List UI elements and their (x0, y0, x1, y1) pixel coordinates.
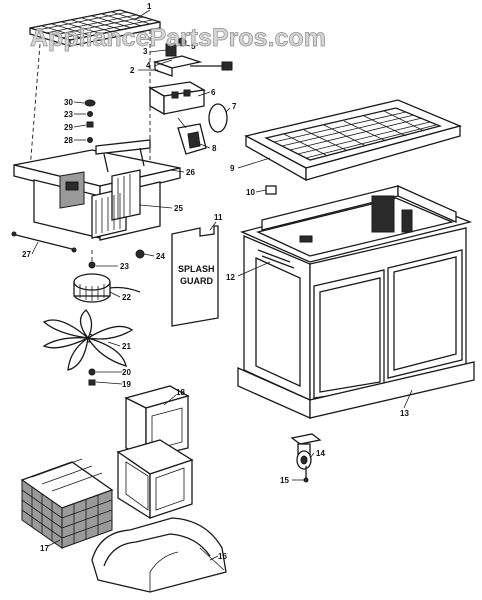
top-grille (29, 9, 161, 47)
callout-10: 10 (246, 188, 255, 197)
callout-16: 16 (218, 552, 227, 561)
clip (265, 185, 277, 195)
callout-7: 7 (232, 102, 237, 111)
callout-26: 26 (186, 168, 195, 177)
callout-23-upper: 23 (64, 110, 73, 119)
reservoir-frame (116, 385, 194, 520)
control-switch (150, 37, 233, 77)
motor (73, 261, 141, 303)
washer (88, 368, 96, 376)
leader-lines (31, 9, 413, 561)
callout-3: 3 (143, 47, 148, 56)
motor-tray (13, 139, 181, 241)
splash-guard (171, 225, 219, 327)
cabinet (237, 184, 475, 420)
callout-4: 4 (146, 61, 151, 70)
callout-13: 13 (400, 409, 409, 418)
callout-6: 6 (211, 88, 216, 97)
callout-numbers: 1 2 3 4 5 6 7 8 9 10 11 12 13 14 15 16 1… (22, 2, 409, 561)
splash-label-line1: SPLASH (178, 264, 215, 274)
callout-21: 21 (122, 342, 131, 351)
fan-nut (88, 379, 96, 386)
fan-blade (42, 309, 134, 371)
callout-5: 5 (191, 42, 196, 51)
callout-30: 30 (64, 98, 73, 107)
callout-20: 20 (122, 368, 131, 377)
support-rod (11, 233, 77, 251)
callout-29: 29 (64, 123, 73, 132)
rod-end-left (11, 231, 17, 237)
callout-1: 1 (147, 2, 152, 11)
float-switch-assembly (148, 81, 228, 155)
callout-12: 12 (226, 273, 235, 282)
callout-9: 9 (230, 164, 235, 173)
rod-end-right (71, 247, 77, 253)
callout-22: 22 (122, 293, 131, 302)
callout-23-lower: 23 (120, 262, 129, 271)
watermark-text: AppliancePartsPros.com (30, 24, 326, 52)
callout-2: 2 (130, 66, 135, 75)
splash-label-line2: GUARD (180, 276, 213, 286)
callout-18: 18 (176, 388, 185, 397)
callout-24: 24 (156, 252, 165, 261)
callout-19: 19 (122, 380, 131, 389)
callout-8: 8 (212, 144, 217, 153)
callout-17: 17 (40, 544, 49, 553)
wick-tray (91, 517, 227, 593)
nut (135, 249, 145, 259)
caster (290, 433, 322, 483)
callout-14: 14 (316, 449, 325, 458)
filter-media (20, 458, 114, 549)
cabinet-top-grille (244, 99, 462, 182)
callout-28: 28 (64, 136, 73, 145)
callout-25: 25 (174, 204, 183, 213)
callout-15: 15 (280, 476, 289, 485)
callout-11: 11 (214, 213, 223, 222)
fasteners-left (84, 99, 96, 143)
callout-27: 27 (22, 250, 31, 259)
